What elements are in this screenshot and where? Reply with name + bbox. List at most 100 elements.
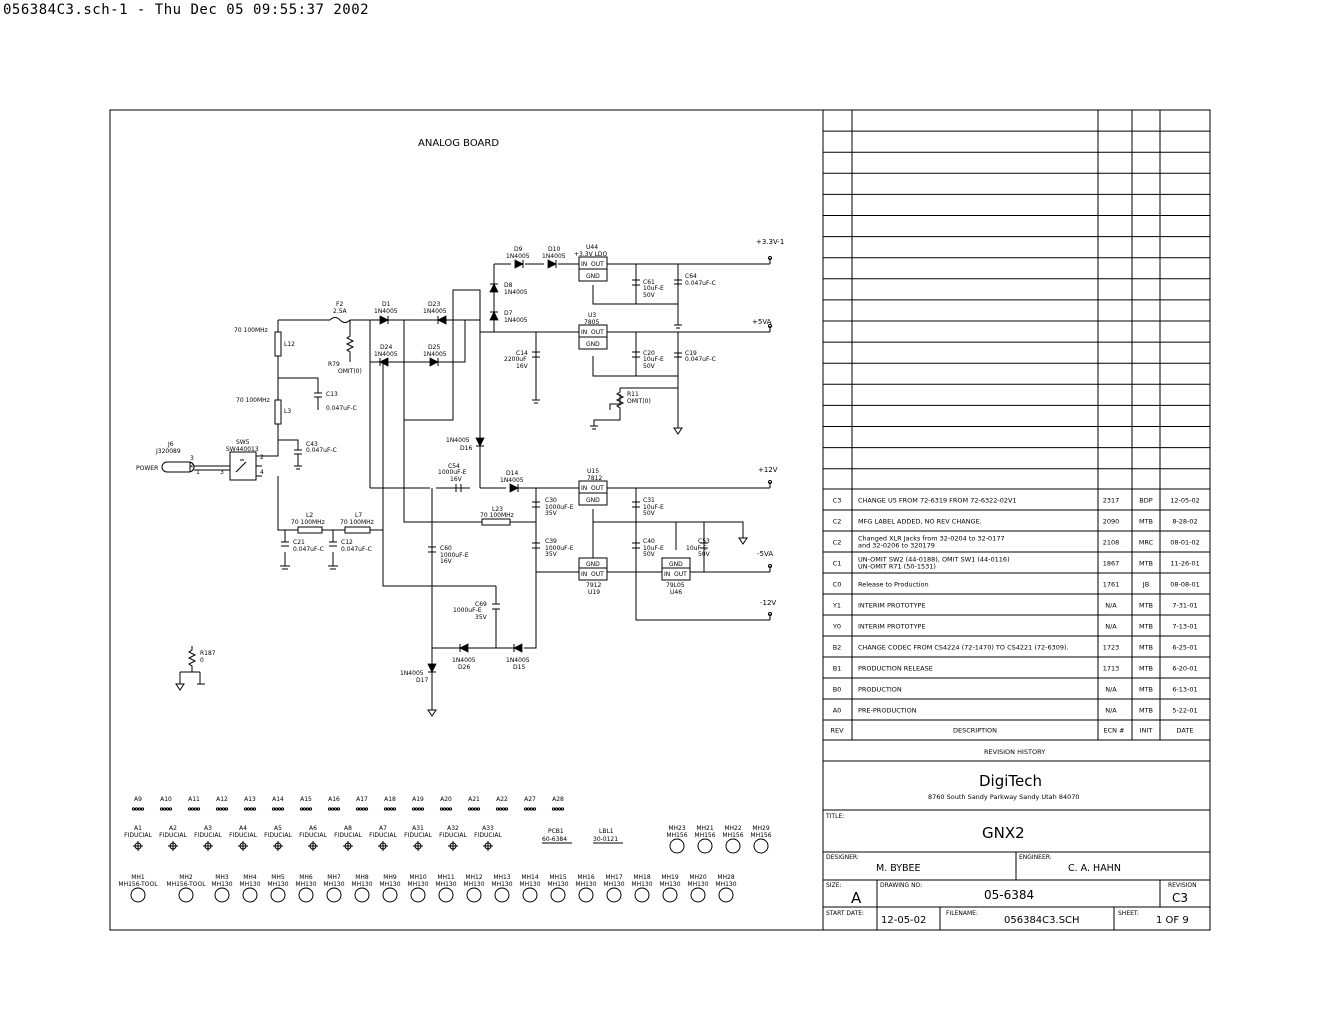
drawing-size: A <box>851 889 862 907</box>
revision-description: INTERIM PROTOTYPE <box>858 623 926 631</box>
revision-rev: B0 <box>833 686 842 694</box>
revision-date: 6-20-01 <box>1172 665 1197 673</box>
u15-pin-in: IN <box>581 485 587 492</box>
mounting-hole-value: MH130 <box>631 881 652 888</box>
sheet-number: 1 OF 9 <box>1156 915 1189 926</box>
mounting-holes: MH1MH156-TOOLMH2MH156-TOOLMH3MH130MH4MH1… <box>118 874 737 903</box>
u44-pin-out: OUT <box>591 261 604 268</box>
fiducial-ref: A4 <box>239 825 247 832</box>
mounting-hole-value: MH156 <box>694 832 715 839</box>
drawing-no-label: DRAWING NO: <box>880 882 922 889</box>
mounting-hole <box>130 887 146 903</box>
mounting-hole <box>494 887 510 903</box>
mounting-hole-value: MH130 <box>239 881 260 888</box>
schematic-wires <box>256 263 770 710</box>
r187-ref: R187 <box>200 650 216 657</box>
fiducial-label: FIDUCIAL <box>334 832 362 839</box>
mounting-hole-ref: MH10 <box>409 874 427 881</box>
revision-rev: C0 <box>833 581 842 589</box>
revision-rev: A0 <box>833 707 842 715</box>
fiducial-mark <box>133 841 143 851</box>
revision-description: Changed XLR Jacks from 32-0204 to 32-017… <box>858 535 1005 543</box>
inductor-l12 <box>274 331 282 357</box>
revision-ecn: N/A <box>1105 686 1117 694</box>
test-point <box>187 807 201 811</box>
pin-label: 1 <box>196 469 200 476</box>
size-label: SIZE: <box>826 882 842 889</box>
revision-init: MRC <box>1139 539 1154 547</box>
diode-d14 <box>509 483 519 493</box>
fiducial-mark <box>308 841 318 851</box>
fiducial-mark <box>168 841 178 851</box>
lbl-value: 30-0121 <box>593 836 618 843</box>
d16-value: 1N4005 <box>446 437 470 444</box>
test-point-label: A27 <box>524 796 536 803</box>
mounting-hole-ref: MH29 <box>752 825 770 832</box>
rail-label: -5VA <box>757 550 773 558</box>
c30-voltage: 35V <box>545 510 558 517</box>
c39-ref: C39 <box>545 538 557 545</box>
r79-ref: R79 <box>328 361 340 368</box>
pin-label: 3 <box>190 455 194 462</box>
test-point <box>355 807 369 811</box>
revision-rev: B2 <box>833 644 842 652</box>
fiducial-label: FIDUCIAL <box>124 832 152 839</box>
mounting-hole-value: MH130 <box>659 881 680 888</box>
d10-value: 1N4005 <box>542 253 566 260</box>
mounting-hole <box>438 887 454 903</box>
mounting-hole-value: MH130 <box>519 881 540 888</box>
pin-label: 3 <box>220 469 224 476</box>
u44-value: +3.3V LDO <box>574 251 608 258</box>
mounting-hole-ref: MH12 <box>465 874 483 881</box>
d9-ref: D9 <box>514 246 523 253</box>
test-point-label: A20 <box>440 796 452 803</box>
mounting-hole-ref: MH8 <box>355 874 369 881</box>
d9-value: 1N4005 <box>506 253 530 260</box>
mounting-hole-value: MH130 <box>323 881 344 888</box>
mounting-hole-value: MH156 <box>666 832 687 839</box>
u19-pin-out: OUT <box>591 571 604 578</box>
revision-ecn: N/A <box>1105 707 1117 715</box>
board-title: ANALOG BOARD <box>418 138 499 149</box>
mounting-hole-value: MH130 <box>295 881 316 888</box>
u46-pin-out: OUT <box>674 571 687 578</box>
u19-pin-in: IN <box>581 571 587 578</box>
mounting-hole-value: MH156 <box>722 832 743 839</box>
c60-voltage: 16V <box>440 558 453 565</box>
u46-ref: U46 <box>670 589 682 596</box>
revision-description: PRODUCTION RELEASE <box>858 665 933 673</box>
c19-ref: C19 <box>685 350 697 357</box>
mounting-hole <box>178 887 194 903</box>
c21-value: 0.047uF-C <box>293 546 324 553</box>
diode-d24 <box>379 357 389 367</box>
test-point-label: A22 <box>496 796 508 803</box>
c14-ref: C14 <box>516 350 528 357</box>
revision-init: MTB <box>1139 665 1153 673</box>
c61-value: 10uF-E <box>643 285 664 292</box>
u3-pin-in: IN <box>581 329 587 336</box>
sheet-label: SHEET: <box>1118 910 1139 917</box>
start-date-label: START DATE: <box>826 910 864 917</box>
mounting-hole-value: MH156-TOOL <box>166 881 206 888</box>
test-point-label: A11 <box>188 796 200 803</box>
c40-voltage: 50V <box>643 551 656 558</box>
revision-date: 7-13-01 <box>1172 623 1197 631</box>
drawing-title: GNX2 <box>982 824 1025 842</box>
r187-value: 0 <box>200 657 204 664</box>
diode-d1 <box>379 315 389 325</box>
capacitor-c43 <box>294 449 302 466</box>
d8-value: 1N4005 <box>504 289 528 296</box>
test-point-label: A9 <box>134 796 142 803</box>
revision-rev: B1 <box>833 665 842 673</box>
revision-init: MTB <box>1139 560 1153 568</box>
mounting-hole-ref: MH20 <box>689 874 707 881</box>
c39-value: 1000uF-E <box>545 545 574 552</box>
test-point <box>411 807 425 811</box>
revision-label: REVISION <box>1168 882 1197 889</box>
revision-value: C3 <box>1172 891 1188 905</box>
c53-value: 10uF-E <box>686 545 707 552</box>
